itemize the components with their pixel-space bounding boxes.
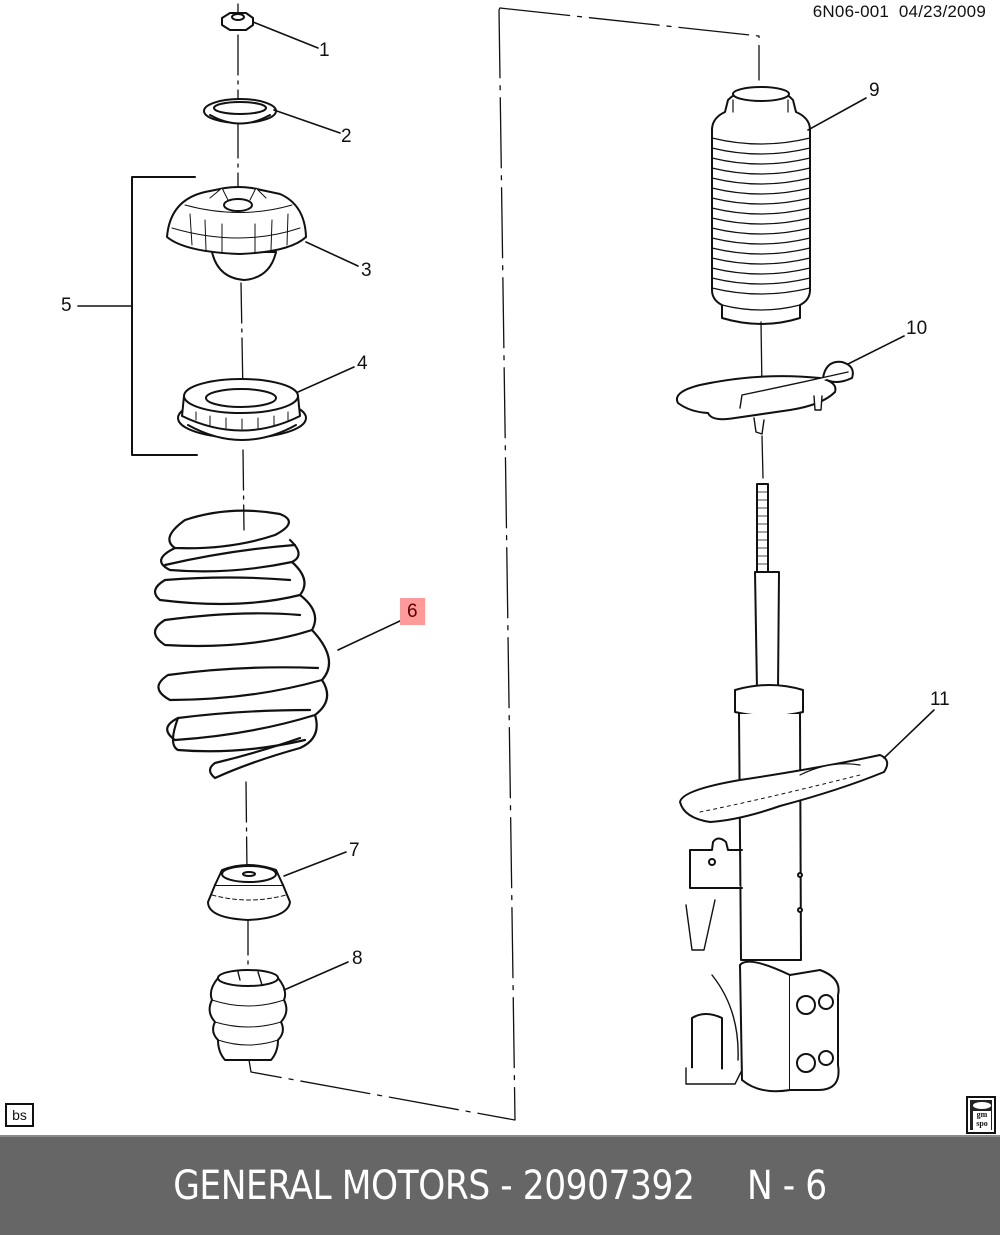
part-dust-boot [711, 86, 811, 325]
callout-5[interactable]: 5 [61, 295, 72, 316]
callout-7[interactable]: 7 [349, 840, 360, 861]
callout-6-highlighted[interactable]: 6 [400, 598, 425, 625]
part-jounce-bumper [208, 969, 288, 1061]
reference-id: 6N06-001 [812, 2, 890, 21]
bs-badge: bs [5, 1103, 34, 1127]
callout-10[interactable]: 10 [906, 318, 928, 339]
footer-banner: GENERAL MOTORS - 20907392 N - 6 [0, 1135, 1000, 1235]
gmspo-line1: gm [976, 1110, 988, 1119]
routing-frame-line [248, 7, 760, 1121]
drawing-date: 04/23/2009 [898, 2, 986, 21]
callout-2[interactable]: 2 [341, 126, 352, 147]
part-coil-spring [153, 509, 331, 780]
mount-assembly-bracket [131, 176, 198, 456]
exploded-parts-diagram [77, 3, 935, 1121]
part-strut-mount [166, 186, 307, 281]
part-upper-spring-insulator [676, 360, 854, 435]
footer-separator: - [489, 1163, 523, 1209]
footer-brand: GENERAL MOTORS [173, 1163, 490, 1209]
callout-9[interactable]: 9 [869, 80, 880, 101]
callout-4[interactable]: 4 [357, 353, 368, 374]
callout-3[interactable]: 3 [361, 260, 372, 281]
gmspo-line2: spo [976, 1118, 988, 1128]
part-bearing [177, 378, 307, 441]
boot-ribs [711, 99, 811, 311]
footer-gap [694, 1163, 747, 1209]
drawing-reference: 6N06-001 04/23/2009 [813, 2, 986, 22]
callout-11[interactable]: 11 [930, 689, 950, 710]
callout-1[interactable]: 1 [319, 40, 330, 61]
left-axis-line [237, 3, 249, 976]
footer-text: GENERAL MOTORS - 20907392 N - 6 [173, 1163, 827, 1209]
part-bumper-cap [207, 864, 291, 921]
footer-part-number: 20907392 [522, 1163, 695, 1209]
footer-page-label: N - 6 [746, 1163, 827, 1209]
part-strut-assembly [679, 483, 889, 1093]
part-washer [203, 98, 277, 125]
part-nut [221, 12, 254, 31]
callout-8[interactable]: 8 [352, 948, 363, 969]
